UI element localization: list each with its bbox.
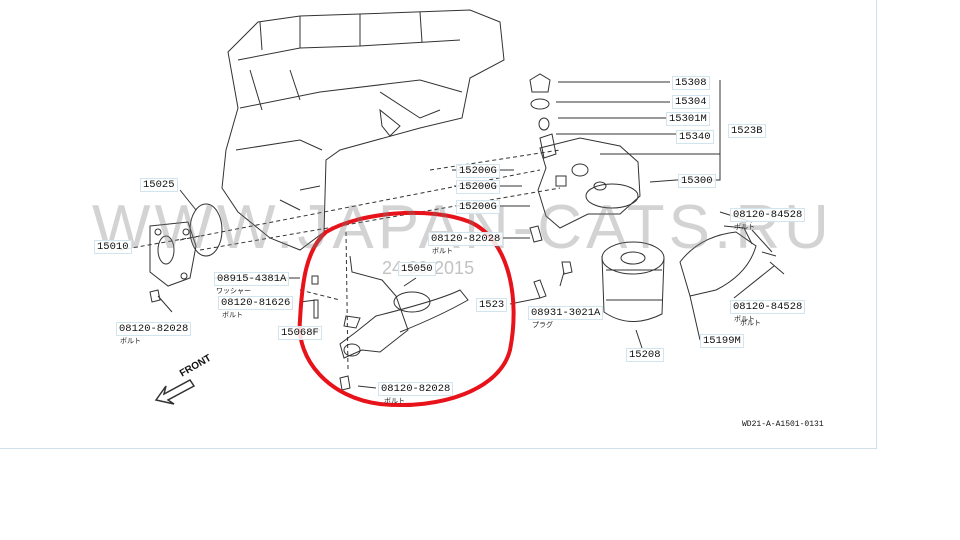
part-label[interactable]: 08120-82028 <box>428 232 504 246</box>
part-note: ボルト <box>222 312 243 319</box>
part-label[interactable]: 08120-84528 <box>730 300 806 314</box>
part-label[interactable]: 15300 <box>678 174 716 188</box>
part-note: ボルト <box>432 248 453 255</box>
part-label[interactable]: 15050 <box>398 262 436 276</box>
part-note: ボルト <box>740 320 761 327</box>
part-note: プラグ <box>532 322 553 329</box>
part-label[interactable]: 08915-4381A <box>214 272 290 286</box>
part-label[interactable]: 08120-84528 <box>730 208 806 222</box>
part-label[interactable]: 08120-82028 <box>116 322 192 336</box>
part-label[interactable]: 1523B <box>728 124 766 138</box>
part-label[interactable]: 15199M <box>700 334 744 348</box>
part-label[interactable]: 15010 <box>94 240 132 254</box>
diagram-frame: WWW.JAPAN-CATS.RU 24-03-2015 15308 15304… <box>0 0 877 449</box>
part-label[interactable]: 08120-82028 <box>378 382 454 396</box>
part-label[interactable]: 08931-3021A <box>528 306 604 320</box>
part-label[interactable]: 15304 <box>672 95 710 109</box>
part-note: ボルト <box>120 338 141 345</box>
part-label[interactable]: 15208 <box>626 348 664 362</box>
part-label[interactable]: 15340 <box>676 130 714 144</box>
part-label[interactable]: 15068F <box>278 326 322 340</box>
part-label[interactable]: 15308 <box>672 76 710 90</box>
heat-shield <box>679 231 757 297</box>
oil-filter <box>601 255 665 323</box>
front-arrow <box>154 379 196 405</box>
oil-pump <box>149 221 197 287</box>
part-note: ボルト <box>734 316 755 323</box>
part-label[interactable]: 1523 <box>476 298 508 312</box>
oil-strainer <box>339 255 469 359</box>
part-note: ボルト <box>384 398 405 405</box>
part-label[interactable]: 15025 <box>140 178 178 192</box>
reference-code: WD21-A-A1501-0131 <box>742 420 824 429</box>
pump-gasket <box>189 203 223 257</box>
part-note: ワッシャー <box>216 288 251 295</box>
exploded-diagram <box>119 9 785 407</box>
filter-bracket <box>537 137 641 229</box>
part-label[interactable]: 15200G <box>456 180 500 194</box>
part-label[interactable]: 15301M <box>666 112 710 126</box>
part-label[interactable]: 08120-81626 <box>218 296 294 310</box>
part-label[interactable]: 15200G <box>456 200 500 214</box>
part-label[interactable]: 15200G <box>456 164 500 178</box>
engine-block <box>221 9 505 251</box>
highlight-circle <box>297 210 516 407</box>
part-note: ボルト <box>734 224 755 231</box>
